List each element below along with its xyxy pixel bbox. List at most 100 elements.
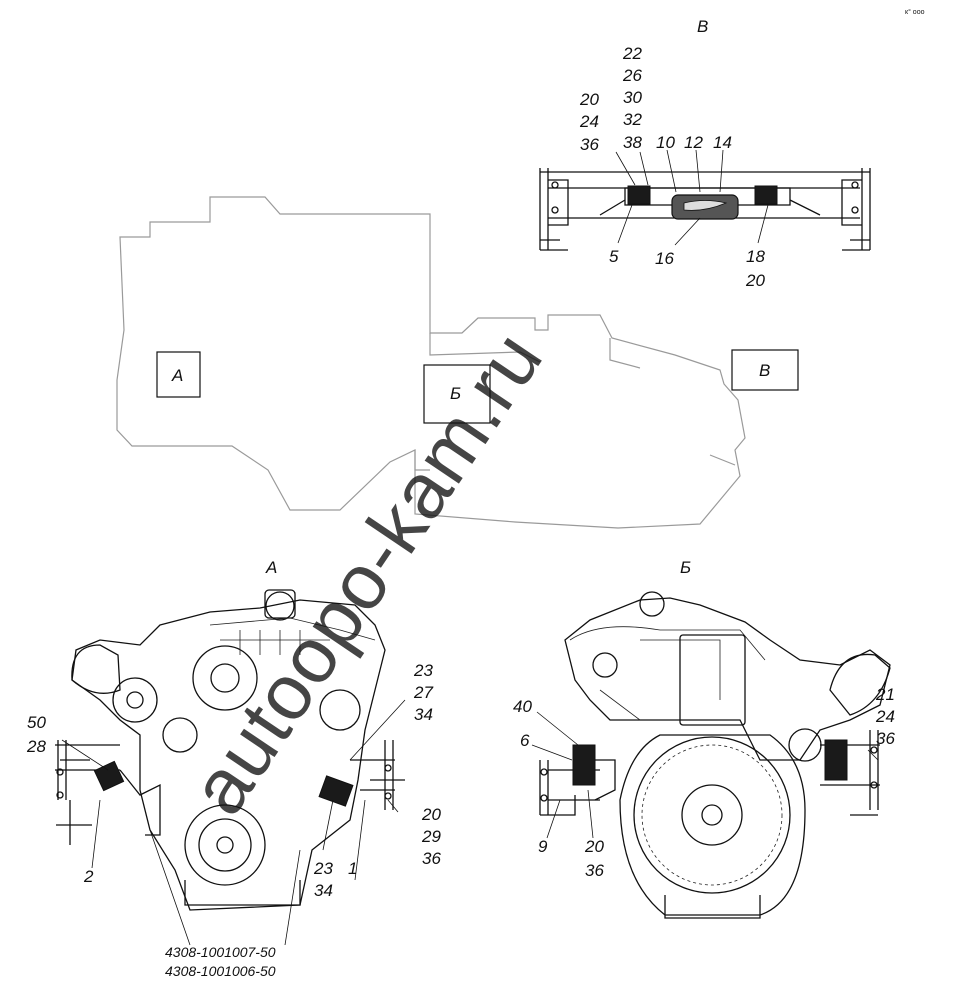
- gearbox-interface: [679, 634, 746, 726]
- bolt-icon: [384, 764, 392, 772]
- flywheel: [633, 736, 791, 894]
- callout-label: 21: [875, 685, 895, 704]
- crank-damper-inner: [198, 818, 252, 872]
- bolt-icon: [870, 781, 878, 789]
- upper-piping: [569, 626, 766, 721]
- left-frame-bracket: [55, 740, 120, 845]
- callout-label: 9: [538, 837, 548, 856]
- engine-gearbox-outline: [116, 196, 746, 529]
- rear-pulley: [788, 728, 822, 762]
- bolt-icon: [56, 791, 64, 799]
- zone-a-box: [156, 351, 201, 398]
- mount-block-right: [754, 185, 778, 205]
- bolt-icon: [551, 181, 559, 189]
- zone-a-label: А: [171, 366, 183, 385]
- zone-v-box: [731, 349, 799, 391]
- compressor-unit: [319, 689, 361, 731]
- callout-label: 5: [609, 247, 619, 266]
- callout-label: 27: [413, 683, 433, 702]
- watermark: autoopo-kam.ru: [173, 316, 559, 830]
- turbo-intake: [71, 644, 121, 694]
- callout-label: 36: [580, 135, 599, 154]
- outline-detail-3: [609, 338, 641, 369]
- callout-label: 10: [656, 133, 675, 152]
- view-b-title: Б: [680, 558, 691, 577]
- view-v-drawing: В 22 26 30 32 38 20 24 36 10 12 14 5 16 …: [539, 17, 871, 290]
- fan-drive-hub: [210, 663, 240, 693]
- callout-label: 20: [584, 837, 604, 856]
- right-engine-mount: [824, 739, 848, 781]
- fan-drive-pulley: [192, 645, 258, 711]
- callout-label: 38: [623, 133, 642, 152]
- callout-label: 34: [314, 881, 333, 900]
- filter-housing: [264, 589, 296, 619]
- callout-label: 40: [513, 697, 532, 716]
- left-mount-arm: [119, 769, 161, 836]
- callout-label: 30: [623, 88, 642, 107]
- flywheel-ring: [641, 744, 783, 886]
- right-frame-bracket: [350, 740, 405, 810]
- callout-label: 20: [579, 90, 599, 109]
- turbo-outlet: [265, 591, 295, 621]
- callout-label: 14: [713, 133, 732, 152]
- callout-label: 24: [579, 112, 599, 131]
- view-a-title: А: [265, 558, 277, 577]
- engine-rear-housing: [564, 597, 891, 761]
- turbo-intake: [829, 653, 891, 716]
- mount-block-left: [627, 185, 651, 205]
- oil-filter: [592, 652, 618, 678]
- callout-label: 18: [746, 247, 765, 266]
- callout-label: 23: [313, 859, 333, 878]
- cushion-detail: [683, 200, 728, 211]
- outline-detail-2: [414, 450, 430, 471]
- callout-label: 36: [585, 861, 604, 880]
- part-number: 4308-1001006-50: [165, 963, 276, 979]
- left-engine-mount: [93, 760, 125, 792]
- callout-label: 22: [622, 44, 642, 63]
- callout-label: 34: [414, 705, 433, 724]
- pump-pulley: [162, 717, 198, 753]
- turbo-outlet: [639, 591, 665, 617]
- crank-damper: [184, 804, 266, 886]
- outline-detail-4: [709, 454, 736, 466]
- view-a-drawing: А 50 28 2 23 27 34 20: [26, 558, 441, 979]
- callout-label: 2: [83, 867, 94, 886]
- flywheel-hub: [681, 784, 743, 846]
- left-mount-arm: [594, 759, 616, 801]
- bolt-icon: [870, 746, 878, 754]
- left-engine-mount: [572, 744, 596, 786]
- bolt-icon: [551, 206, 559, 214]
- corner-mark: к° ооо: [905, 8, 925, 16]
- zone-v-label: В: [759, 361, 770, 380]
- bolt-icon: [851, 181, 859, 189]
- oil-pan: [664, 895, 761, 919]
- view-b-drawing: Б 40 6 9 20 36 21 24 36: [513, 558, 895, 919]
- leader-line: [531, 711, 879, 839]
- callout-label: 16: [655, 249, 674, 268]
- zone-b-box: [423, 364, 491, 424]
- chassis-overview: [116, 196, 746, 529]
- flywheel-center: [701, 804, 723, 826]
- view-v-title: В: [697, 17, 708, 36]
- callout-label: 12: [684, 133, 703, 152]
- callout-label: 1: [348, 859, 357, 878]
- bolt-icon: [540, 768, 548, 776]
- wiring-harness: [209, 617, 376, 655]
- callout-label: 50: [27, 713, 46, 732]
- callout-label: 36: [422, 849, 441, 868]
- alternator-hub: [126, 691, 144, 709]
- callout-label: 26: [622, 66, 642, 85]
- bolt-icon: [384, 792, 392, 800]
- callout-label: 28: [26, 737, 46, 756]
- right-frame-bracket: [820, 730, 880, 816]
- part-number: 4308-1001007-50: [165, 944, 276, 960]
- right-engine-mount: [318, 775, 354, 807]
- bolt-icon: [540, 794, 548, 802]
- outline-detail-1: [429, 333, 541, 363]
- callout-label: 36: [876, 729, 895, 748]
- right-frame-bracket: [841, 168, 871, 251]
- callout-label: 20: [421, 805, 441, 824]
- alternator-pulley: [112, 677, 158, 723]
- callout-label: 29: [421, 827, 441, 846]
